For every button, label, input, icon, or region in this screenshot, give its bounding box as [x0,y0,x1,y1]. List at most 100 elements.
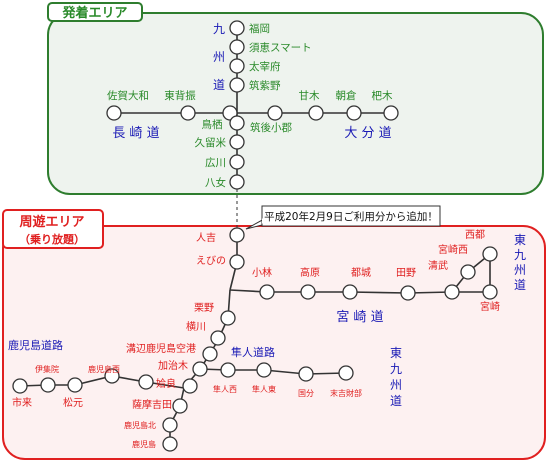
station-yame [229,174,245,190]
station-kagoshima [162,436,178,452]
station-kagoshimakita [162,417,178,433]
label-haki: 杷木 [372,89,393,102]
highway-kagoshima: 鹿児島道路 [8,338,63,352]
station-tano [400,285,416,301]
highway-miyazaki: 宮 崎 道 [336,309,383,325]
label-kagoshima: 鹿児島 [132,439,156,449]
station-dazaifu [229,58,245,74]
highway-higashikyushu-south-3: 州 [390,378,402,392]
departure-stations [106,20,399,190]
label-suekeisumart: 須恵スマート [249,41,312,54]
note-text: 平成20年2月9日ご利用分から追加！ [264,210,438,223]
label-kajiki: 加治木 [158,359,188,372]
label-hitoyoshi: 人吉 [196,232,216,244]
station-kobayashi [259,284,275,300]
label-takaharu: 高原 [300,266,320,279]
label-sueyoshizaibe: 末吉財部 [330,388,362,398]
label-hayatonishi: 隼人西 [213,384,237,394]
departure-area-tab [47,2,143,22]
label-satsumayoshida: 薩摩吉田 [132,398,172,411]
station-sagayamato [106,105,122,121]
label-sagayamato: 佐賀大和 [107,89,149,102]
label-higashisefuri: 東背振 [164,89,196,102]
station-miyazakinishi [460,264,476,280]
station-satsumayoshida [172,398,188,414]
station-shiku [12,378,28,394]
station-ijuin [40,377,56,393]
highway-higashikyushu-north-4: 道 [514,278,526,292]
label-miyazaki: 宮崎 [480,300,500,313]
highway-oita: 大 分 道 [344,126,391,141]
label-saito: 西都 [465,229,485,241]
label-kagoshimakita: 鹿児島北 [124,420,156,430]
highway-higashikyushu-north-3: 州 [514,263,526,277]
station-chikugooguri [229,115,245,131]
station-kurume [229,134,245,150]
station-chikushino [229,77,245,93]
station-haki-end [383,105,399,121]
station-kokubu [298,366,314,382]
travel-area-tab [2,209,104,249]
label-dazaifu: 太宰府 [249,60,281,73]
highway-higashikyushu-north-1: 東 [514,233,526,247]
label-yokogawa: 横川 [186,320,206,333]
label-chikugooguri: 筑後小郡 [250,121,292,134]
station-sueyoshizaibe [338,365,354,381]
station-kagoshimanishi [104,368,120,384]
station-higashisefuri [180,105,196,121]
station-suekeisumart [229,39,245,55]
note-callout [261,205,441,227]
station-takaharu [300,284,316,300]
station-amagi [267,105,283,121]
label-kiyotake: 清武 [428,259,448,272]
station-hirokawa [229,154,245,170]
travel-area-box [2,225,546,460]
station-junction-west [138,374,154,390]
highway-nagasaki: 長 崎 道 [112,126,159,141]
highway-higashikyushu-south-4: 道 [390,394,402,408]
station-asakura [308,105,324,121]
label-ebino: えびの [196,255,226,267]
station-miyazaki [482,284,498,300]
station-hitoyoshi [229,227,245,243]
highway-hayato: 隼人道路 [231,345,275,359]
label-ijuin: 伊集院 [35,364,59,374]
label-shiku: 市来 [12,396,32,409]
travel-area-subtitle: （乗り放題） [19,232,85,246]
station-matsumoto [67,377,83,393]
label-miyazakinishi: 宮崎西 [438,243,468,256]
label-amagi: 甘木 [299,89,320,102]
highway-kyushu-2: 州 [213,50,225,64]
departure-area-box [47,12,544,195]
label-kobayashi: 小林 [252,266,272,279]
label-hayatohigashi: 隼人東 [252,384,276,394]
label-hirokawa: 広川 [205,156,226,169]
label-matsumoto: 松元 [63,396,83,409]
label-asakura: 朝倉 [336,89,357,102]
station-aira [182,378,198,394]
station-hayatonishi [220,362,236,378]
label-aira: 姶良 [156,377,176,390]
travel-area-title: 周遊エリア [19,214,84,230]
station-miyakonojo [342,284,358,300]
label-tano: 田野 [396,267,416,279]
station-ebino [229,254,245,270]
label-yame: 八女 [205,176,226,189]
travel-stations [12,227,498,452]
station-kurino [220,310,236,326]
station-hayatohigashi [256,362,272,378]
station-kiyotake [444,284,460,300]
label-tosu: 鳥栖 [202,118,223,131]
label-chikushino: 筑紫野 [249,79,281,92]
station-saito [482,246,498,262]
label-kagoshimanishi: 鹿児島西 [88,364,120,374]
label-kokubu: 国分 [298,389,314,398]
label-miyakonojo: 都城 [351,267,371,279]
label-kurume: 久留米 [195,136,227,149]
highway-higashikyushu-south-1: 東 [390,346,402,360]
highway-kyushu-1: 九 [213,22,225,36]
highway-higashikyushu-north-2: 九 [514,248,526,262]
station-mizobe [202,346,218,362]
highway-kyushu-3: 道 [213,78,225,92]
